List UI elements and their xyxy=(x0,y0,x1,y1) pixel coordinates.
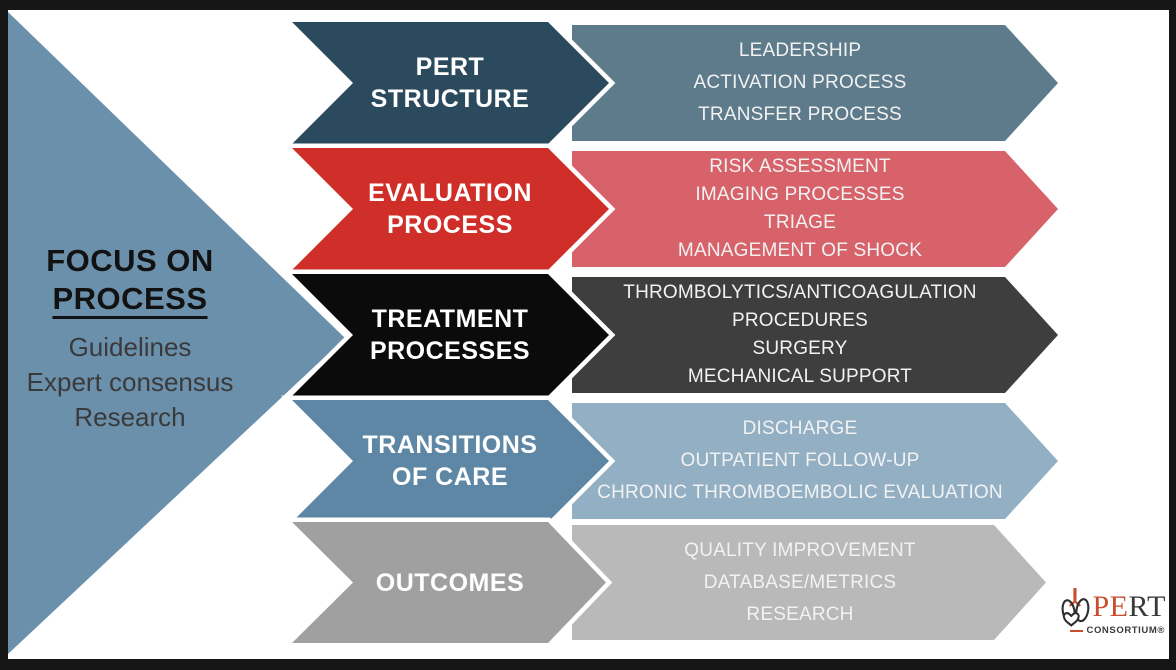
logo-wordmark: PERT xyxy=(1092,592,1166,622)
detail-arrow-evaluation-process xyxy=(572,151,1058,267)
detail-line: QUALITY IMPROVEMENT xyxy=(684,539,916,561)
detail-line: TRIAGE xyxy=(764,212,836,233)
detail-arrow-transitions-of-care xyxy=(572,403,1058,519)
heart-lungs-icon xyxy=(1062,588,1090,627)
detail-line: MANAGEMENT OF SHOCK xyxy=(677,240,923,261)
details-transitions-of-care: DISCHARGE OUTPATIENT FOLLOW-UP CHRONIC T… xyxy=(574,403,1026,519)
label-arrow-outcomes xyxy=(281,517,613,648)
detail-line: DATABASE/METRICS xyxy=(703,571,897,593)
logo-dash xyxy=(1070,629,1084,632)
focus-item-guidelines: Guidelines xyxy=(68,332,192,362)
detail-arrow-outcomes xyxy=(572,525,1046,640)
detail-line: ACTIVATION PROCESS xyxy=(693,72,907,93)
focus-title-line1: FOCUS ON xyxy=(46,243,214,278)
details-outcomes: QUALITY IMPROVEMENT DATABASE/METRICS RES… xyxy=(574,525,1026,640)
focus-triangle xyxy=(8,12,345,654)
detail-arrow-pert-structure xyxy=(572,25,1058,141)
detail-line: MECHANICAL SUPPORT xyxy=(687,366,913,387)
detail-line: DISCHARGE xyxy=(742,418,858,439)
focus-title-line2: PROCESS xyxy=(52,281,208,316)
detail-line: TRANSFER PROCESS xyxy=(698,104,902,125)
logo-text-pe: PE xyxy=(1092,590,1129,623)
label-evaluation-process: EVALUATION PROCESS xyxy=(368,179,532,239)
detail-line: SURGERY xyxy=(752,338,848,359)
pert-consortium-logo: PERT CONSORTIUM® xyxy=(1038,587,1166,636)
detail-line: LEADERSHIP xyxy=(738,40,862,61)
detail-line: CHRONIC THROMBOEMBOLIC EVALUATION xyxy=(597,482,1003,503)
text-overlay: FOCUS ON PROCESS Guidelines Expert conse… xyxy=(8,10,1169,659)
focus-panel: FOCUS ON PROCESS Guidelines Expert conse… xyxy=(10,242,250,435)
diagram-canvas: FOCUS ON PROCESS Guidelines Expert conse… xyxy=(8,10,1169,659)
diagram-shapes xyxy=(8,12,1058,654)
detail-line: OUTPATIENT FOLLOW-UP xyxy=(680,450,920,471)
focus-title: FOCUS ON PROCESS xyxy=(10,242,250,318)
focus-items: Guidelines Expert consensus Research xyxy=(10,330,250,435)
details-evaluation-process: RISK ASSESSMENT IMAGING PROCESSES TRIAGE… xyxy=(574,151,1026,267)
label-pert-structure: PERT STRUCTURE xyxy=(370,53,530,113)
logo-subtitle: CONSORTIUM® xyxy=(1086,625,1165,636)
focus-item-research: Research xyxy=(74,402,186,432)
detail-line: PROCEDURES xyxy=(731,310,869,331)
detail-line: THROMBOLYTICS/ANTICOAGULATION xyxy=(623,282,977,303)
logo-text-rt: RT xyxy=(1128,590,1166,623)
details-treatment-processes: THROMBOLYTICS/ANTICOAGULATION PROCEDURES… xyxy=(574,277,1026,393)
details-pert-structure: LEADERSHIP ACTIVATION PROCESS TRANSFER P… xyxy=(574,25,1026,141)
detail-line: IMAGING PROCESSES xyxy=(695,184,905,205)
detail-arrow-treatment-processes xyxy=(572,277,1058,393)
label-treatment-processes: TREATMENT PROCESSES xyxy=(369,305,531,365)
focus-item-expert-consensus: Expert consensus xyxy=(26,367,234,397)
label-transitions-of-care: TRANSITIONS OF CARE xyxy=(362,431,538,491)
logo-top-row: PERT xyxy=(1038,587,1166,627)
logo-subtitle-row: CONSORTIUM® xyxy=(1038,625,1166,636)
detail-line: RESEARCH xyxy=(746,603,854,625)
detail-line: RISK ASSESSMENT xyxy=(709,156,891,177)
label-outcomes: OUTCOMES xyxy=(375,568,525,597)
